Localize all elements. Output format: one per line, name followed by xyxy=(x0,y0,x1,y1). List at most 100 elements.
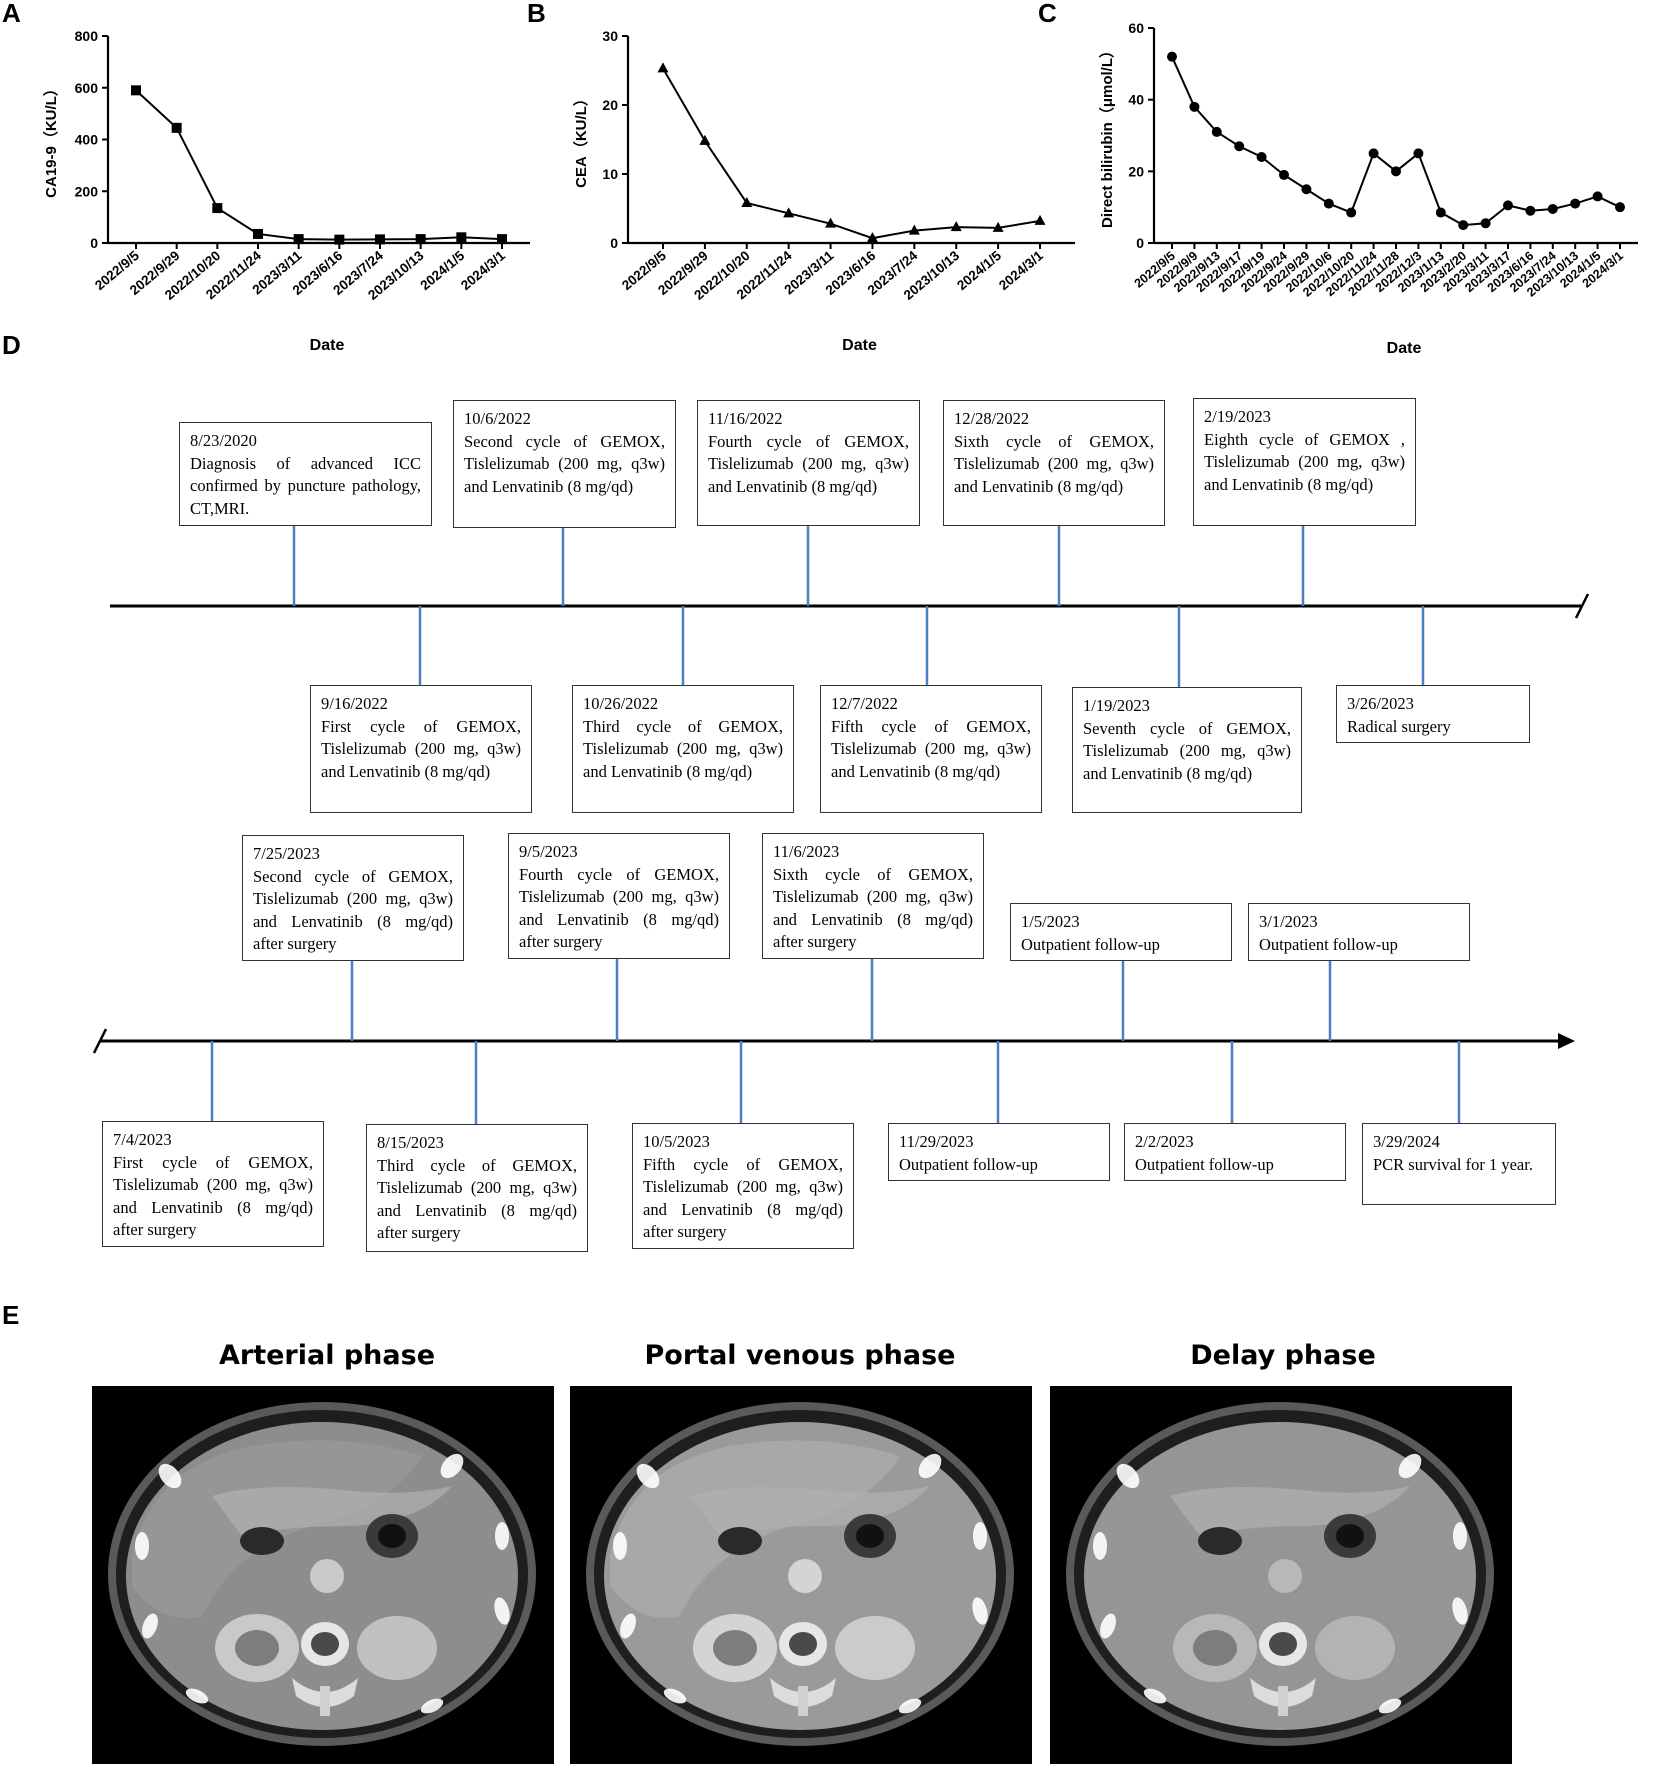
line-charts: 0200400600800CA19-9（KU/L）2022/9/52022/9/… xyxy=(42,20,1638,357)
data-point xyxy=(415,234,426,245)
y-tick-label: 40 xyxy=(1128,92,1144,108)
event-date: 8/23/2020 xyxy=(190,431,257,450)
event-description: First cycle of GEMOX, Tislelizumab (200 … xyxy=(321,716,521,781)
event-description: Third cycle of GEMOX, Tislelizumab (200 … xyxy=(377,1155,577,1243)
data-point xyxy=(1525,205,1536,216)
x-axis-label: Date xyxy=(310,337,345,354)
event-date: 7/4/2023 xyxy=(113,1130,172,1149)
event-description: Second cycle of GEMOX, Tislelizumab (200… xyxy=(253,866,453,954)
event-date: 2/2/2023 xyxy=(1135,1132,1194,1151)
data-point xyxy=(1458,220,1469,231)
event-description: Eighth cycle of GEMOX , Tislelizumab (20… xyxy=(1204,429,1405,494)
y-tick-label: 0 xyxy=(1136,235,1144,251)
data-point xyxy=(992,221,1004,232)
data-point xyxy=(1234,141,1245,152)
event-date: 3/29/2024 xyxy=(1373,1132,1440,1151)
event-description: Radical surgery xyxy=(1347,716,1451,736)
y-tick-label: 0 xyxy=(90,235,98,251)
ct-scan-arterial xyxy=(92,1386,554,1764)
event-description: Outpatient follow-up xyxy=(899,1154,1038,1174)
ct-scan-delay xyxy=(1050,1386,1512,1764)
data-point xyxy=(171,122,182,133)
y-tick-label: 20 xyxy=(1128,163,1144,179)
y-tick-label: 400 xyxy=(75,132,99,148)
event-date: 11/16/2022 xyxy=(708,409,783,428)
axis-break-mark xyxy=(92,1028,108,1054)
y-tick-label: 30 xyxy=(602,28,618,44)
event-description: Fourth cycle of GEMOX, Tislelizumab (200… xyxy=(708,431,909,496)
event-description: Outpatient follow-up xyxy=(1259,934,1398,954)
data-point xyxy=(1346,207,1357,218)
data-point xyxy=(783,207,795,218)
event-date: 9/16/2022 xyxy=(321,694,388,713)
event-date: 11/6/2023 xyxy=(773,842,840,861)
data-point xyxy=(866,232,878,243)
data-point xyxy=(1167,51,1177,62)
data-point xyxy=(456,232,467,243)
y-tick-label: 200 xyxy=(75,183,99,199)
data-point xyxy=(1480,218,1491,229)
panel-label-d: D xyxy=(2,330,21,360)
y-tick-label: 800 xyxy=(75,28,99,44)
event-description: First cycle of GEMOX, Tislelizumab (200 … xyxy=(113,1152,313,1240)
y-axis-label: CEA（KU/L） xyxy=(572,91,590,188)
data-point xyxy=(334,234,345,245)
event-description: Outpatient follow-up xyxy=(1021,934,1160,954)
data-point xyxy=(1368,148,1379,159)
y-axis-label: CA19-9（KU/L） xyxy=(42,81,60,198)
event-date: 12/7/2022 xyxy=(831,694,898,713)
event-date: 10/26/2022 xyxy=(583,694,659,713)
event-date: 11/29/2023 xyxy=(899,1132,974,1151)
data-point xyxy=(1615,202,1625,213)
data-point xyxy=(1301,184,1312,195)
event-description: Fifth cycle of GEMOX, Tislelizumab (200 … xyxy=(831,716,1031,781)
data-point xyxy=(825,217,837,228)
event-date: 3/26/2023 xyxy=(1347,694,1414,713)
data-point xyxy=(1211,126,1222,137)
y-tick-label: 0 xyxy=(610,235,618,251)
data-point xyxy=(657,62,669,73)
series-line xyxy=(135,89,503,241)
event-date: 1/5/2023 xyxy=(1021,912,1080,931)
ct-scan-portal xyxy=(570,1386,1032,1764)
event-description: Sixth cycle of GEMOX, Tislelizumab (200 … xyxy=(773,864,973,952)
data-point xyxy=(1547,203,1558,214)
event-date: 12/28/2022 xyxy=(954,409,1030,428)
data-point xyxy=(950,221,962,232)
x-axis-label: Date xyxy=(842,337,877,354)
data-point xyxy=(253,228,263,239)
panel-label-a: A xyxy=(2,0,21,28)
event-description: Seventh cycle of GEMOX, Tislelizumab (20… xyxy=(1083,718,1291,783)
data-point xyxy=(1413,148,1424,159)
data-point xyxy=(908,224,920,235)
panel-label-e: E xyxy=(2,1300,20,1330)
event-date: 9/5/2023 xyxy=(519,842,578,861)
y-tick-label: 10 xyxy=(602,166,618,182)
y-tick-label: 60 xyxy=(1128,20,1144,36)
y-tick-label: 20 xyxy=(602,97,618,113)
panel-label-b: B xyxy=(527,0,546,28)
data-point xyxy=(497,234,507,245)
data-point xyxy=(131,85,141,96)
data-point xyxy=(1034,214,1046,225)
series-line xyxy=(662,67,1041,240)
event-description: Diagnosis of advanced ICC confirmed by p… xyxy=(190,453,421,518)
event-date: 1/19/2023 xyxy=(1083,696,1150,715)
event-description: Third cycle of GEMOX, Tislelizumab (200 … xyxy=(583,716,783,781)
event-date: 7/25/2023 xyxy=(253,844,320,863)
